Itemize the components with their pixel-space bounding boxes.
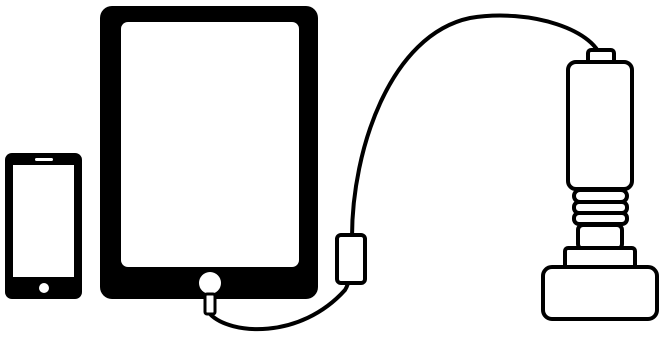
probe-cable-icon — [350, 13, 604, 239]
tablet-plug-icon — [203, 292, 217, 316]
tablet-icon — [100, 6, 318, 299]
smartphone-icon — [5, 153, 82, 299]
scanner-probe-icon — [541, 48, 659, 321]
adapter-connector-icon — [335, 233, 367, 285]
